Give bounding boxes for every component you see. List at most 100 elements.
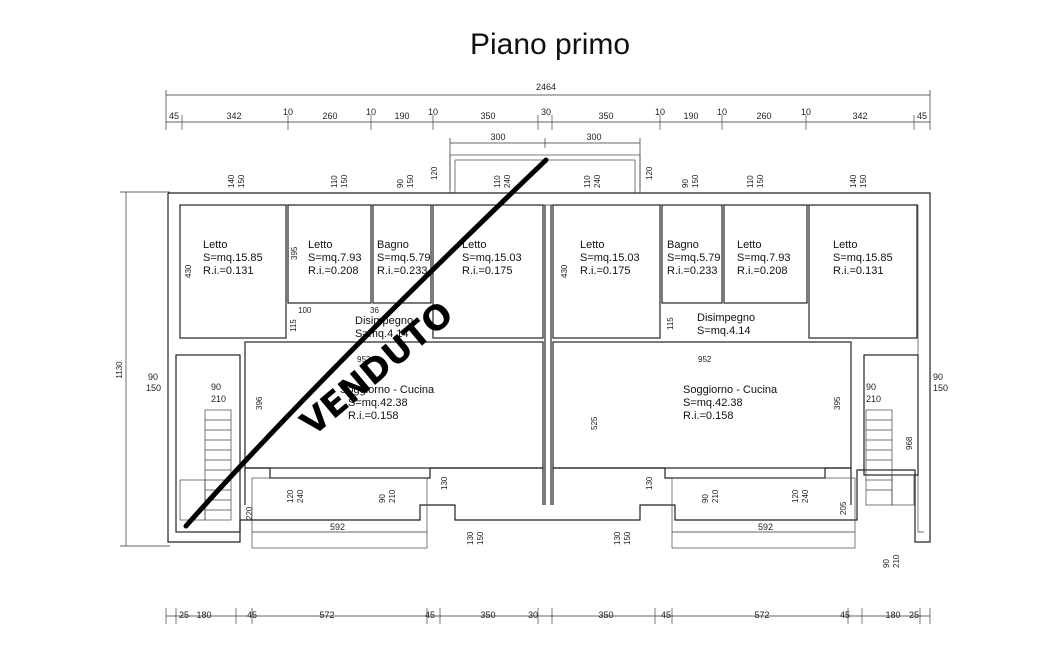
bottom-dim-10: 45 [840,610,850,620]
inner-dim-w592a: 592 [330,522,345,532]
bottom-dim-12: 25 [909,610,919,620]
top-dim-5: 190 [394,111,409,121]
win-label-2b: 150 [340,174,349,188]
inner-dimensions: 430 395 430 100 115 115 952 952 36 396 5… [184,246,914,533]
bottom-dim-1: 180 [196,610,211,620]
side-label-3b: 210 [866,394,881,404]
win-label-1b: 150 [237,174,246,188]
bottom-dim-3: 572 [319,610,334,620]
left-height-dimension: 1130 [115,191,170,547]
inner-dim-h395b: 395 [833,396,842,410]
bottom-dim-5: 350 [480,610,495,620]
entry-label-1a: 90 [882,559,891,568]
window-labels-side: 90 150 90 210 90 210 90 150 [146,372,948,404]
room-name: Disimpegno [697,312,755,324]
inner-dim-h130a: 130 [440,476,449,490]
plan-title: Piano primo [470,28,630,61]
room-ri: R.i.=0.131 [833,265,883,277]
top-dim-6: 10 [428,107,438,117]
room-bathroom-1: Bagno S=mq.5.79 R.i.=0.233 [377,239,431,277]
top-dim-3: 260 [322,111,337,121]
inner-dim-h130b: 130 [645,476,654,490]
bottom-dim-0: 25 [179,610,189,620]
room-name: Bagno [667,239,699,251]
room-name: Letto [580,239,604,251]
bottom-dim-8: 45 [661,610,671,620]
top-dim-12: 10 [717,107,727,117]
side-label-1a: 90 [148,372,158,382]
room-bedroom-1: Letto S=mq.15.85 R.i.=0.131 [203,239,263,277]
room-bedroom-3: Letto S=mq.15.03 R.i.=0.175 [462,239,522,277]
top-dimension-lines: 2464 45 342 10 260 10 190 10 350 30 350 … [165,82,931,130]
room-area: S=mq.7.93 [308,252,362,264]
inner-dim-w592b: 592 [758,522,773,532]
room-bedroom-5: Letto S=mq.7.93 R.i.=0.208 [737,239,791,277]
top-dim-15: 342 [852,111,867,121]
inner-dim-h430a: 430 [184,264,193,278]
inner-dim-h430b: 430 [560,264,569,278]
room-name: Bagno [377,239,409,251]
bottom-label-2b: 210 [388,489,397,503]
room-area: S=mq.15.85 [833,252,893,264]
room-ri: R.i.=0.131 [203,265,253,277]
bottom-label-4b: 240 [801,489,810,503]
window-labels-top: 140 150 110 150 90 150 120 110 240 110 2… [227,166,868,188]
inner-dim-h205: 205 [839,501,848,515]
win-label-2a: 110 [330,175,339,188]
room-name: Letto [462,239,486,251]
top-dim-7: 350 [480,111,495,121]
win-label-7a: 120 [645,166,654,180]
top-dim-9: 350 [598,111,613,121]
inner-dim-w952b: 952 [698,355,712,364]
win-label-3b: 150 [406,174,415,188]
door-label-1b: 150 [476,531,485,545]
bottom-dim-11: 180 [885,610,900,620]
window-labels-bottom: 120 240 90 210 90 210 120 240 130 150 13… [286,489,901,568]
room-hallway-2: Disimpegno S=mq.4.14 [697,312,755,337]
inner-dim-h220: 220 [245,506,254,520]
room-area: S=mq.42.38 [683,397,743,409]
bottom-dim-4: 45 [425,610,435,620]
side-label-4b: 150 [933,383,948,393]
bottom-label-4a: 120 [791,489,800,503]
room-area: S=mq.15.03 [462,252,522,264]
win-label-9b: 150 [756,174,765,188]
room-ri: R.i.=0.233 [377,265,427,277]
room-area: S=mq.7.93 [737,252,791,264]
top-dim-1: 342 [226,111,241,121]
door-label-2a: 130 [613,531,622,545]
room-bathroom-2: Bagno S=mq.5.79 R.i.=0.233 [667,239,721,277]
building-walls [167,192,931,549]
room-bedroom-4: Letto S=mq.15.03 R.i.=0.175 [580,239,640,277]
top-dim-13: 260 [756,111,771,121]
room-area: S=mq.4.14 [697,325,751,337]
side-label-1b: 150 [146,383,161,393]
inner-dim-h396a: 396 [255,396,264,410]
win-label-5a: 110 [493,175,502,188]
inner-dim-h115a: 115 [289,319,298,332]
win-label-8a: 90 [681,179,690,188]
top-dim-11: 190 [683,111,698,121]
win-label-1a: 140 [227,174,236,188]
balcony-dim-right: 300 [586,132,601,142]
inner-dim-w952a: 952 [357,355,371,364]
room-area: S=mq.5.79 [667,252,721,264]
room-area: S=mq.15.03 [580,252,640,264]
left-height-label: 1130 [115,361,124,379]
top-dim-8: 30 [541,107,551,117]
win-label-6b: 240 [593,174,602,188]
door-label-2b: 150 [623,531,632,545]
room-ri: R.i.=0.208 [737,265,787,277]
win-label-9a: 110 [746,175,755,188]
inner-dim-h525: 525 [590,416,599,430]
inner-dim-h968: 968 [905,436,914,450]
room-ri: R.i.=0.175 [580,265,630,277]
bottom-dim-6: 30 [528,610,538,620]
sold-slash-line [183,157,549,529]
room-name: Letto [833,239,857,251]
room-ri: R.i.=0.208 [308,265,358,277]
balcony-dim-left: 300 [490,132,505,142]
entry-label-1b: 210 [892,554,901,568]
inner-dim-w36: 36 [370,306,379,315]
